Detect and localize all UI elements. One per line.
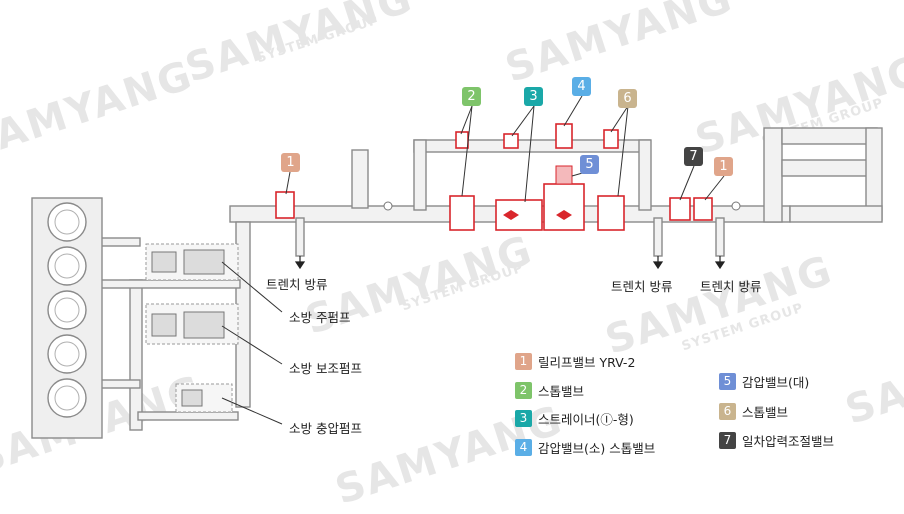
aux-pump-body — [183, 311, 225, 339]
drain-arrow-3 — [714, 261, 726, 270]
drain-pipe-1 — [295, 217, 305, 257]
primary-pressure-valve — [669, 197, 691, 221]
leader-aux-pump — [221, 325, 283, 365]
legend-item-7: 7 일차압력조절밸브 — [719, 431, 834, 450]
pipes — [99, 127, 883, 431]
riser-stub — [351, 149, 369, 209]
leader-3a — [511, 105, 535, 137]
stop-valve-6 — [597, 195, 625, 231]
legend-text-5: 감압밸브(대) — [742, 375, 810, 390]
legend-text-1: 릴리프밸브 YRV-2 — [538, 355, 636, 370]
aux-pump-label: 소방 보조펌프 — [289, 361, 362, 376]
suction-riser — [129, 279, 143, 431]
legend-badge-5: 5 — [719, 373, 736, 390]
callout-3: 3 — [524, 87, 543, 106]
drain-arrow-2 — [652, 261, 664, 270]
callout-6: 6 — [618, 89, 637, 108]
legend-badge-4: 4 — [515, 439, 532, 456]
bypass-strainer — [503, 133, 519, 149]
feed-3 — [99, 379, 141, 389]
jockey-pump-label: 소방 충압펌프 — [289, 421, 362, 436]
legend-badge-7: 7 — [719, 432, 736, 449]
legend-badge-6: 6 — [719, 403, 736, 420]
drain-label-3: 트렌치 방류 — [700, 279, 762, 294]
callout-7: 7 — [684, 147, 703, 166]
legend-item-6: 6 스톱밸브 — [719, 402, 788, 421]
feed-1 — [99, 237, 141, 247]
relief-valve-1 — [275, 191, 295, 219]
callout-4: 4 — [572, 77, 591, 96]
leader-3b — [524, 105, 535, 203]
legend-item-4: 4 감압밸브(소) 스톱밸브 — [515, 438, 655, 457]
reducing-mark — [556, 210, 572, 220]
drain-pipe-3 — [715, 217, 725, 257]
callout-2: 2 — [462, 87, 481, 106]
feed-2 — [99, 279, 241, 289]
leader-6b — [617, 105, 629, 197]
tank-4 — [47, 334, 87, 374]
callout-1b: 1 — [714, 157, 733, 176]
leader-2b — [461, 105, 473, 197]
drain-label-2: 트렌치 방류 — [611, 279, 673, 294]
gauge-2 — [731, 201, 741, 211]
tank-5 — [47, 378, 87, 418]
right-riser — [763, 127, 783, 223]
legend-text-2: 스톱밸브 — [538, 384, 585, 399]
legend-badge-2: 2 — [515, 382, 532, 399]
leader-6a — [610, 105, 629, 133]
tank-1 — [47, 202, 87, 242]
reducing-bonnet — [555, 165, 573, 185]
legend-item-3: 3 스트레이너(Ⓘ-형) — [515, 409, 634, 428]
tank-stack — [31, 197, 103, 439]
drain-pipe-2 — [653, 217, 663, 257]
bypass-stop-valve-6 — [603, 129, 619, 149]
right-upper-pipe-2 — [781, 159, 878, 177]
bypass-riser-left — [413, 139, 427, 211]
drain-arrow-1 — [294, 261, 306, 270]
stop-valve-main — [449, 195, 475, 231]
right-upper-pipe-1 — [781, 127, 878, 145]
leader-1a — [285, 171, 291, 195]
main-pump-label: 소방 주펌프 — [289, 310, 351, 325]
legend-text-3: 스트레이너(Ⓘ-형) — [538, 412, 634, 427]
callout-1: 1 — [281, 153, 300, 172]
leader-2a — [460, 105, 473, 135]
right-return-pipe — [789, 205, 883, 223]
relief-valve-2 — [693, 197, 713, 221]
leader-jockey-pump — [221, 397, 283, 425]
legend-item-1: 1 릴리프밸브 YRV-2 — [515, 352, 635, 371]
jockey-pump-body — [181, 389, 203, 407]
drain-label-1: 트렌치 방류 — [266, 277, 328, 292]
bypass-riser-right — [638, 139, 652, 211]
legend-item-5: 5 감압밸브(대) — [719, 372, 809, 391]
leader-4 — [563, 95, 583, 127]
leader-7 — [679, 165, 695, 201]
legend-text-4: 감압밸브(소) 스톱밸브 — [538, 441, 656, 456]
legend-text-6: 스톱밸브 — [742, 405, 789, 420]
aux-pump-motor — [151, 313, 177, 337]
leader-1b — [704, 175, 725, 201]
legend-text-7: 일차압력조절밸브 — [742, 434, 835, 449]
legend-badge-3: 3 — [515, 410, 532, 427]
main-pump-motor — [151, 251, 177, 273]
leader-main-pump — [221, 261, 283, 313]
tank-3 — [47, 290, 87, 330]
tank-2 — [47, 246, 87, 286]
legend-item-2: 2 스톱밸브 — [515, 381, 584, 400]
strainer-mark — [503, 210, 519, 220]
pressure-reducing-valve-large — [543, 183, 585, 231]
bypass-stop-valve — [455, 131, 469, 149]
feed-4 — [137, 411, 239, 421]
gauge-1 — [383, 201, 393, 211]
callout-5: 5 — [580, 155, 599, 174]
legend-badge-1: 1 — [515, 353, 532, 370]
bypass-reducing-valve — [555, 123, 573, 149]
main-pump-body — [183, 249, 225, 275]
